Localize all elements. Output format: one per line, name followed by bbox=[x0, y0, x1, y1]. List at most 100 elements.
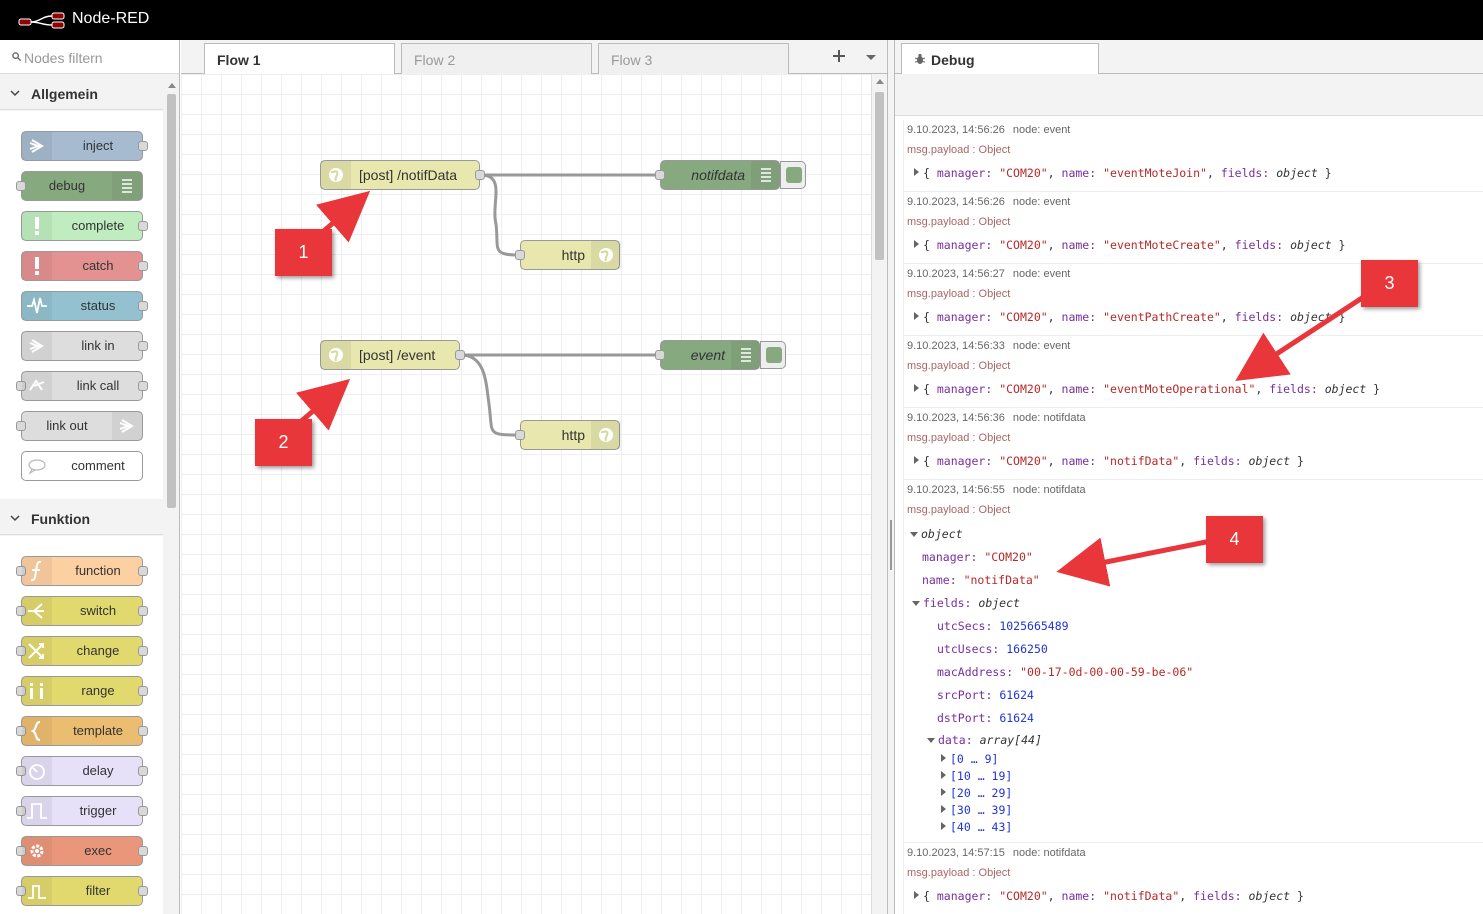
debug-node-name[interactable]: node: notifdata bbox=[1012, 412, 1086, 424]
status-wave-icon bbox=[22, 292, 52, 320]
app-title: Node-RED bbox=[72, 10, 150, 27]
globe-icon bbox=[591, 241, 621, 269]
flow-node-http-in-notifdata[interactable]: [post] /notifData bbox=[320, 160, 485, 190]
palette-node-change[interactable]: change bbox=[16, 636, 148, 666]
output-port bbox=[138, 381, 148, 391]
palette-node-switch[interactable]: switch bbox=[16, 596, 148, 626]
palette-node-label: catch bbox=[82, 258, 114, 273]
expand-arrow-icon[interactable] bbox=[914, 168, 919, 176]
splitter-grip[interactable] bbox=[890, 520, 892, 570]
palette-search-input[interactable] bbox=[24, 48, 174, 68]
flow-node-debug-notifdata[interactable]: notifdata bbox=[655, 160, 781, 190]
palette-node-link-in[interactable]: link in bbox=[21, 331, 148, 361]
input-port[interactable] bbox=[655, 170, 665, 180]
debug-toggle-button[interactable] bbox=[760, 341, 786, 369]
object-data-array[interactable]: data: array[44] bbox=[927, 733, 1042, 747]
array-range[interactable]: [30 … 39] bbox=[941, 803, 1012, 817]
category-header-allgemein[interactable]: Allgemein bbox=[0, 78, 163, 110]
debug-payload-summary[interactable]: { manager: "COM20", name: "eventMoteCrea… bbox=[914, 238, 1345, 252]
palette-node-trigger[interactable]: trigger bbox=[16, 796, 148, 826]
palette-node-catch[interactable]: catch bbox=[21, 251, 148, 281]
debug-toggle-button[interactable] bbox=[780, 161, 806, 189]
expand-arrow-icon[interactable] bbox=[914, 384, 919, 392]
flow-node-http-in-event[interactable]: [post] /event bbox=[320, 340, 465, 370]
tab-menu-chevron-icon[interactable] bbox=[866, 55, 876, 60]
palette-node-filter[interactable]: filter bbox=[16, 876, 148, 906]
object-property: utcUsecs: 166250 bbox=[937, 642, 1048, 656]
expand-arrow-icon[interactable] bbox=[941, 771, 946, 779]
debug-payload-summary[interactable]: { manager: "COM20", name: "eventPathCrea… bbox=[914, 310, 1345, 324]
debug-node-name[interactable]: node: event bbox=[1012, 124, 1071, 136]
flow-node-http-response-1[interactable]: http bbox=[515, 240, 621, 270]
input-port[interactable] bbox=[655, 350, 665, 360]
debug-payload-summary[interactable]: { manager: "COM20", name: "eventMoteJoin… bbox=[914, 166, 1332, 180]
palette-node-template[interactable]: template bbox=[16, 716, 148, 746]
palette-node-inject[interactable]: inject bbox=[21, 131, 148, 161]
palette-node-complete[interactable]: complete bbox=[21, 211, 148, 241]
palette-search bbox=[0, 40, 179, 74]
debug-node-name[interactable]: node: event bbox=[1012, 196, 1071, 208]
canvas-scrollbar[interactable] bbox=[871, 74, 887, 914]
expand-arrow-icon[interactable] bbox=[914, 240, 919, 248]
flow-node-label: notifdata bbox=[691, 167, 745, 183]
expand-arrow-icon[interactable] bbox=[941, 822, 946, 830]
object-fields[interactable]: fields: object bbox=[912, 596, 1020, 610]
tab-flow-3[interactable]: Flow 3 bbox=[598, 43, 789, 74]
palette-node-function[interactable]: function bbox=[16, 556, 148, 586]
debug-node-name[interactable]: node: event bbox=[1012, 268, 1071, 280]
input-port bbox=[16, 686, 26, 696]
flow-node-debug-event[interactable]: event bbox=[655, 340, 761, 370]
expand-arrow-icon[interactable] bbox=[914, 456, 919, 464]
scroll-up-arrow-icon[interactable] bbox=[876, 79, 884, 84]
expand-arrow-icon[interactable] bbox=[914, 312, 919, 320]
debug-payload-summary[interactable]: { manager: "COM20", name: "notifData", f… bbox=[914, 454, 1304, 468]
palette-node-debug[interactable]: debug bbox=[16, 171, 143, 201]
expand-arrow-icon[interactable] bbox=[941, 788, 946, 796]
collapse-arrow-icon[interactable] bbox=[912, 601, 920, 606]
input-port[interactable] bbox=[515, 430, 525, 440]
flow-canvas[interactable]: [post] /notifData notifdata http [post] … bbox=[181, 74, 871, 914]
palette-node-label: function bbox=[75, 563, 121, 578]
object-root[interactable]: object bbox=[910, 527, 963, 541]
palette-node-range[interactable]: range bbox=[16, 676, 148, 706]
palette-node-link-call[interactable]: link call bbox=[16, 371, 148, 401]
array-range[interactable]: [10 … 19] bbox=[941, 769, 1012, 783]
output-port[interactable] bbox=[455, 350, 465, 360]
expand-arrow-icon[interactable] bbox=[941, 805, 946, 813]
palette-node-status[interactable]: status bbox=[21, 291, 148, 321]
tab-debug[interactable]: Debug bbox=[901, 43, 1099, 75]
input-port[interactable] bbox=[515, 250, 525, 260]
tab-flow-1[interactable]: Flow 1 bbox=[204, 43, 395, 75]
tab-flow-2[interactable]: Flow 2 bbox=[401, 43, 592, 74]
canvas-scrollbar-thumb[interactable] bbox=[875, 92, 884, 260]
input-port bbox=[16, 846, 26, 856]
add-flow-plus-icon[interactable] bbox=[831, 48, 847, 64]
collapse-arrow-icon[interactable] bbox=[927, 738, 935, 743]
palette-scrollbar-thumb[interactable] bbox=[167, 94, 176, 508]
array-range[interactable]: [40 … 43] bbox=[941, 820, 1012, 834]
scroll-up-arrow-icon[interactable] bbox=[168, 83, 176, 88]
palette-node-delay[interactable]: delay bbox=[16, 756, 148, 786]
output-port[interactable] bbox=[475, 170, 485, 180]
debug-payload-summary[interactable]: { manager: "COM20", name: "notifData", f… bbox=[914, 889, 1304, 903]
palette-node-comment[interactable]: comment bbox=[21, 451, 143, 481]
debug-node-name[interactable]: node: notifdata bbox=[1012, 484, 1086, 496]
expand-arrow-icon[interactable] bbox=[914, 891, 919, 899]
palette-scrollbar[interactable] bbox=[164, 80, 179, 914]
debug-payload-summary[interactable]: { manager: "COM20", name: "eventMoteOper… bbox=[914, 382, 1380, 396]
debug-node-name[interactable]: node: event bbox=[1012, 340, 1071, 352]
array-range[interactable]: [20 … 29] bbox=[941, 786, 1012, 800]
debug-node-name[interactable]: node: notifdata bbox=[1012, 847, 1086, 859]
array-range[interactable]: [0 … 9] bbox=[941, 752, 998, 766]
category-header-funktion[interactable]: Funktion bbox=[0, 503, 163, 535]
palette-node-link-out[interactable]: link out bbox=[16, 411, 143, 441]
collapse-arrow-icon[interactable] bbox=[910, 532, 918, 537]
palette-node-label: inject bbox=[82, 138, 114, 153]
palette-node-exec[interactable]: exec bbox=[16, 836, 148, 866]
sidebar-splitter[interactable] bbox=[887, 40, 895, 914]
expand-arrow-icon[interactable] bbox=[941, 754, 946, 762]
alert-icon bbox=[22, 212, 52, 240]
flow-node-http-response-2[interactable]: http bbox=[515, 420, 621, 450]
